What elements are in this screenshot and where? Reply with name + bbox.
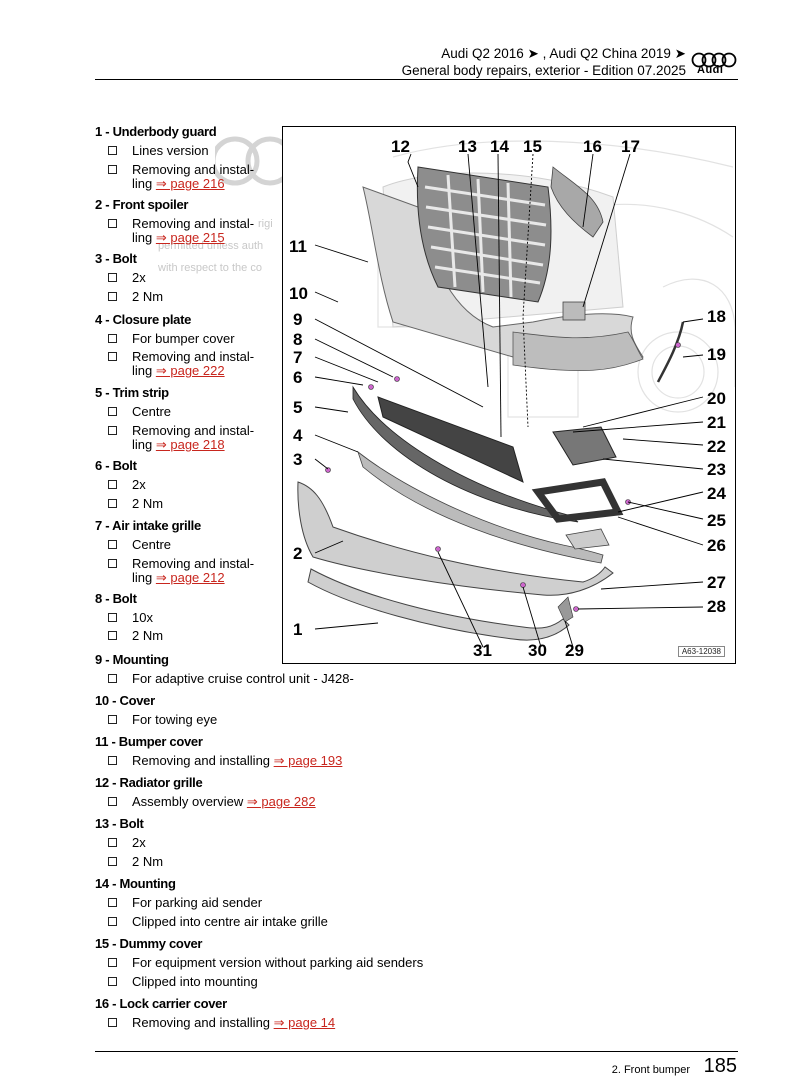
callout-13: 13 (458, 137, 477, 156)
callout-9: 9 (293, 310, 302, 329)
checkbox-icon (108, 756, 117, 765)
legend-item-title: 2 - Front spoiler (95, 197, 189, 212)
callout-2: 2 (293, 544, 302, 563)
audi-wordmark: Audi (697, 64, 724, 76)
legend-item-title: 1 - Underbody guard (95, 124, 217, 139)
callout-7: 7 (293, 348, 302, 367)
callout-26: 26 (707, 536, 726, 555)
callout-14: 14 (490, 137, 509, 156)
page-link[interactable]: ⇒ page 215 (155, 230, 225, 245)
page-link[interactable]: ⇒ page 14 (273, 1015, 336, 1030)
checkbox-icon (108, 838, 117, 847)
callout-29: 29 (565, 641, 584, 660)
legend-item-title: 3 - Bolt (95, 251, 137, 266)
callout-21: 21 (707, 413, 726, 432)
callout-28: 28 (707, 597, 726, 616)
callout-20: 20 (707, 389, 726, 408)
checkbox-icon (108, 146, 117, 155)
callout-15: 15 (523, 137, 542, 156)
checkbox-icon (108, 674, 117, 683)
callout-16: 16 (583, 137, 602, 156)
callout-24: 24 (707, 484, 726, 503)
page-link[interactable]: ⇒ page 222 (155, 363, 225, 378)
legend-item-title: 15 - Dummy cover (95, 936, 203, 951)
checkbox-icon (108, 352, 117, 361)
legend-item-title: 16 - Lock carrier cover (95, 996, 227, 1011)
footer-divider (95, 1051, 738, 1052)
page-link[interactable]: ⇒ page 193 (273, 753, 343, 768)
header-edition-line: General body repairs, exterior - Edition… (401, 63, 686, 78)
checkbox-icon (108, 1018, 117, 1027)
legend-item-title: 14 - Mounting (95, 876, 176, 891)
callout-12: 12 (391, 137, 410, 156)
callout-18: 18 (707, 307, 726, 326)
checkbox-icon (108, 715, 117, 724)
legend-item-title: 11 - Bumper cover (95, 734, 203, 749)
legend-item-title: 7 - Air intake grille (95, 518, 201, 533)
checkbox-icon (108, 540, 117, 549)
callout-27: 27 (707, 573, 726, 592)
callout-19: 19 (707, 345, 726, 364)
page-link[interactable]: ⇒ page 218 (155, 437, 225, 452)
callout-5: 5 (293, 398, 302, 417)
legend-item-title: 6 - Bolt (95, 458, 137, 473)
legend-item-title: 4 - Closure plate (95, 312, 192, 327)
callout-22: 22 (707, 437, 726, 456)
checkbox-icon (108, 898, 117, 907)
watermark-text-2: permitted unless auth (158, 240, 264, 252)
checkbox-icon (108, 334, 117, 343)
header-model-line: Audi Q2 2016 ➤ , Audi Q2 China 2019 ➤ (441, 46, 686, 61)
header-divider (95, 79, 738, 80)
watermark-text-1: rigi (258, 218, 273, 230)
checkbox-icon (108, 857, 117, 866)
page-link[interactable]: ⇒ page 216 (155, 176, 225, 191)
callout-3: 3 (293, 450, 302, 469)
footer-section-title: 2. Front bumper (611, 1064, 690, 1076)
checkbox-icon (108, 165, 117, 174)
page-link[interactable]: ⇒ page 212 (155, 570, 225, 585)
callout-6: 6 (293, 368, 302, 387)
exploded-view-figure: 12 13 14 15 16 17 11 10 9 8 7 6 5 4 3 2 … (282, 126, 736, 664)
page-link[interactable]: ⇒ page 282 (246, 794, 316, 809)
checkbox-icon (108, 480, 117, 489)
callout-17: 17 (621, 137, 640, 156)
checkbox-icon (108, 292, 117, 301)
checkbox-icon (108, 407, 117, 416)
callout-25: 25 (707, 511, 726, 530)
audi-rings-logo-icon (691, 52, 737, 68)
callout-30: 30 (528, 641, 547, 660)
legend-item-title: 9 - Mounting (95, 652, 169, 667)
checkbox-icon (108, 499, 117, 508)
legend-item-title: 12 - Radiator grille (95, 775, 203, 790)
legend-item-title: 10 - Cover (95, 693, 155, 708)
legend-item-title: 8 - Bolt (95, 591, 137, 606)
checkbox-icon (108, 797, 117, 806)
checkbox-icon (108, 958, 117, 967)
callout-23: 23 (707, 460, 726, 479)
figure-reference-code: A63-12038 (677, 646, 725, 657)
checkbox-icon (108, 917, 117, 926)
watermark-rings-icon (215, 136, 285, 186)
legend-item-title: 13 - Bolt (95, 816, 144, 831)
checkbox-icon (108, 426, 117, 435)
front-bumper-diagram: 12 13 14 15 16 17 11 10 9 8 7 6 5 4 3 2 … (289, 137, 735, 660)
checkbox-icon (108, 559, 117, 568)
callout-31: 31 (473, 641, 492, 660)
callout-4: 4 (293, 426, 303, 445)
page-number: 185 (703, 1055, 737, 1077)
checkbox-icon (108, 977, 117, 986)
callout-10: 10 (289, 284, 308, 303)
checkbox-icon (108, 631, 117, 640)
callout-11: 11 (289, 237, 307, 256)
checkbox-icon (108, 613, 117, 622)
legend-item-title: 5 - Trim strip (95, 385, 169, 400)
checkbox-icon (108, 219, 117, 228)
callout-8: 8 (293, 330, 302, 349)
watermark-text-3: with respect to the co (158, 262, 262, 274)
callout-1: 1 (293, 620, 302, 639)
radiator-grille-part (416, 166, 552, 303)
checkbox-icon (108, 273, 117, 282)
